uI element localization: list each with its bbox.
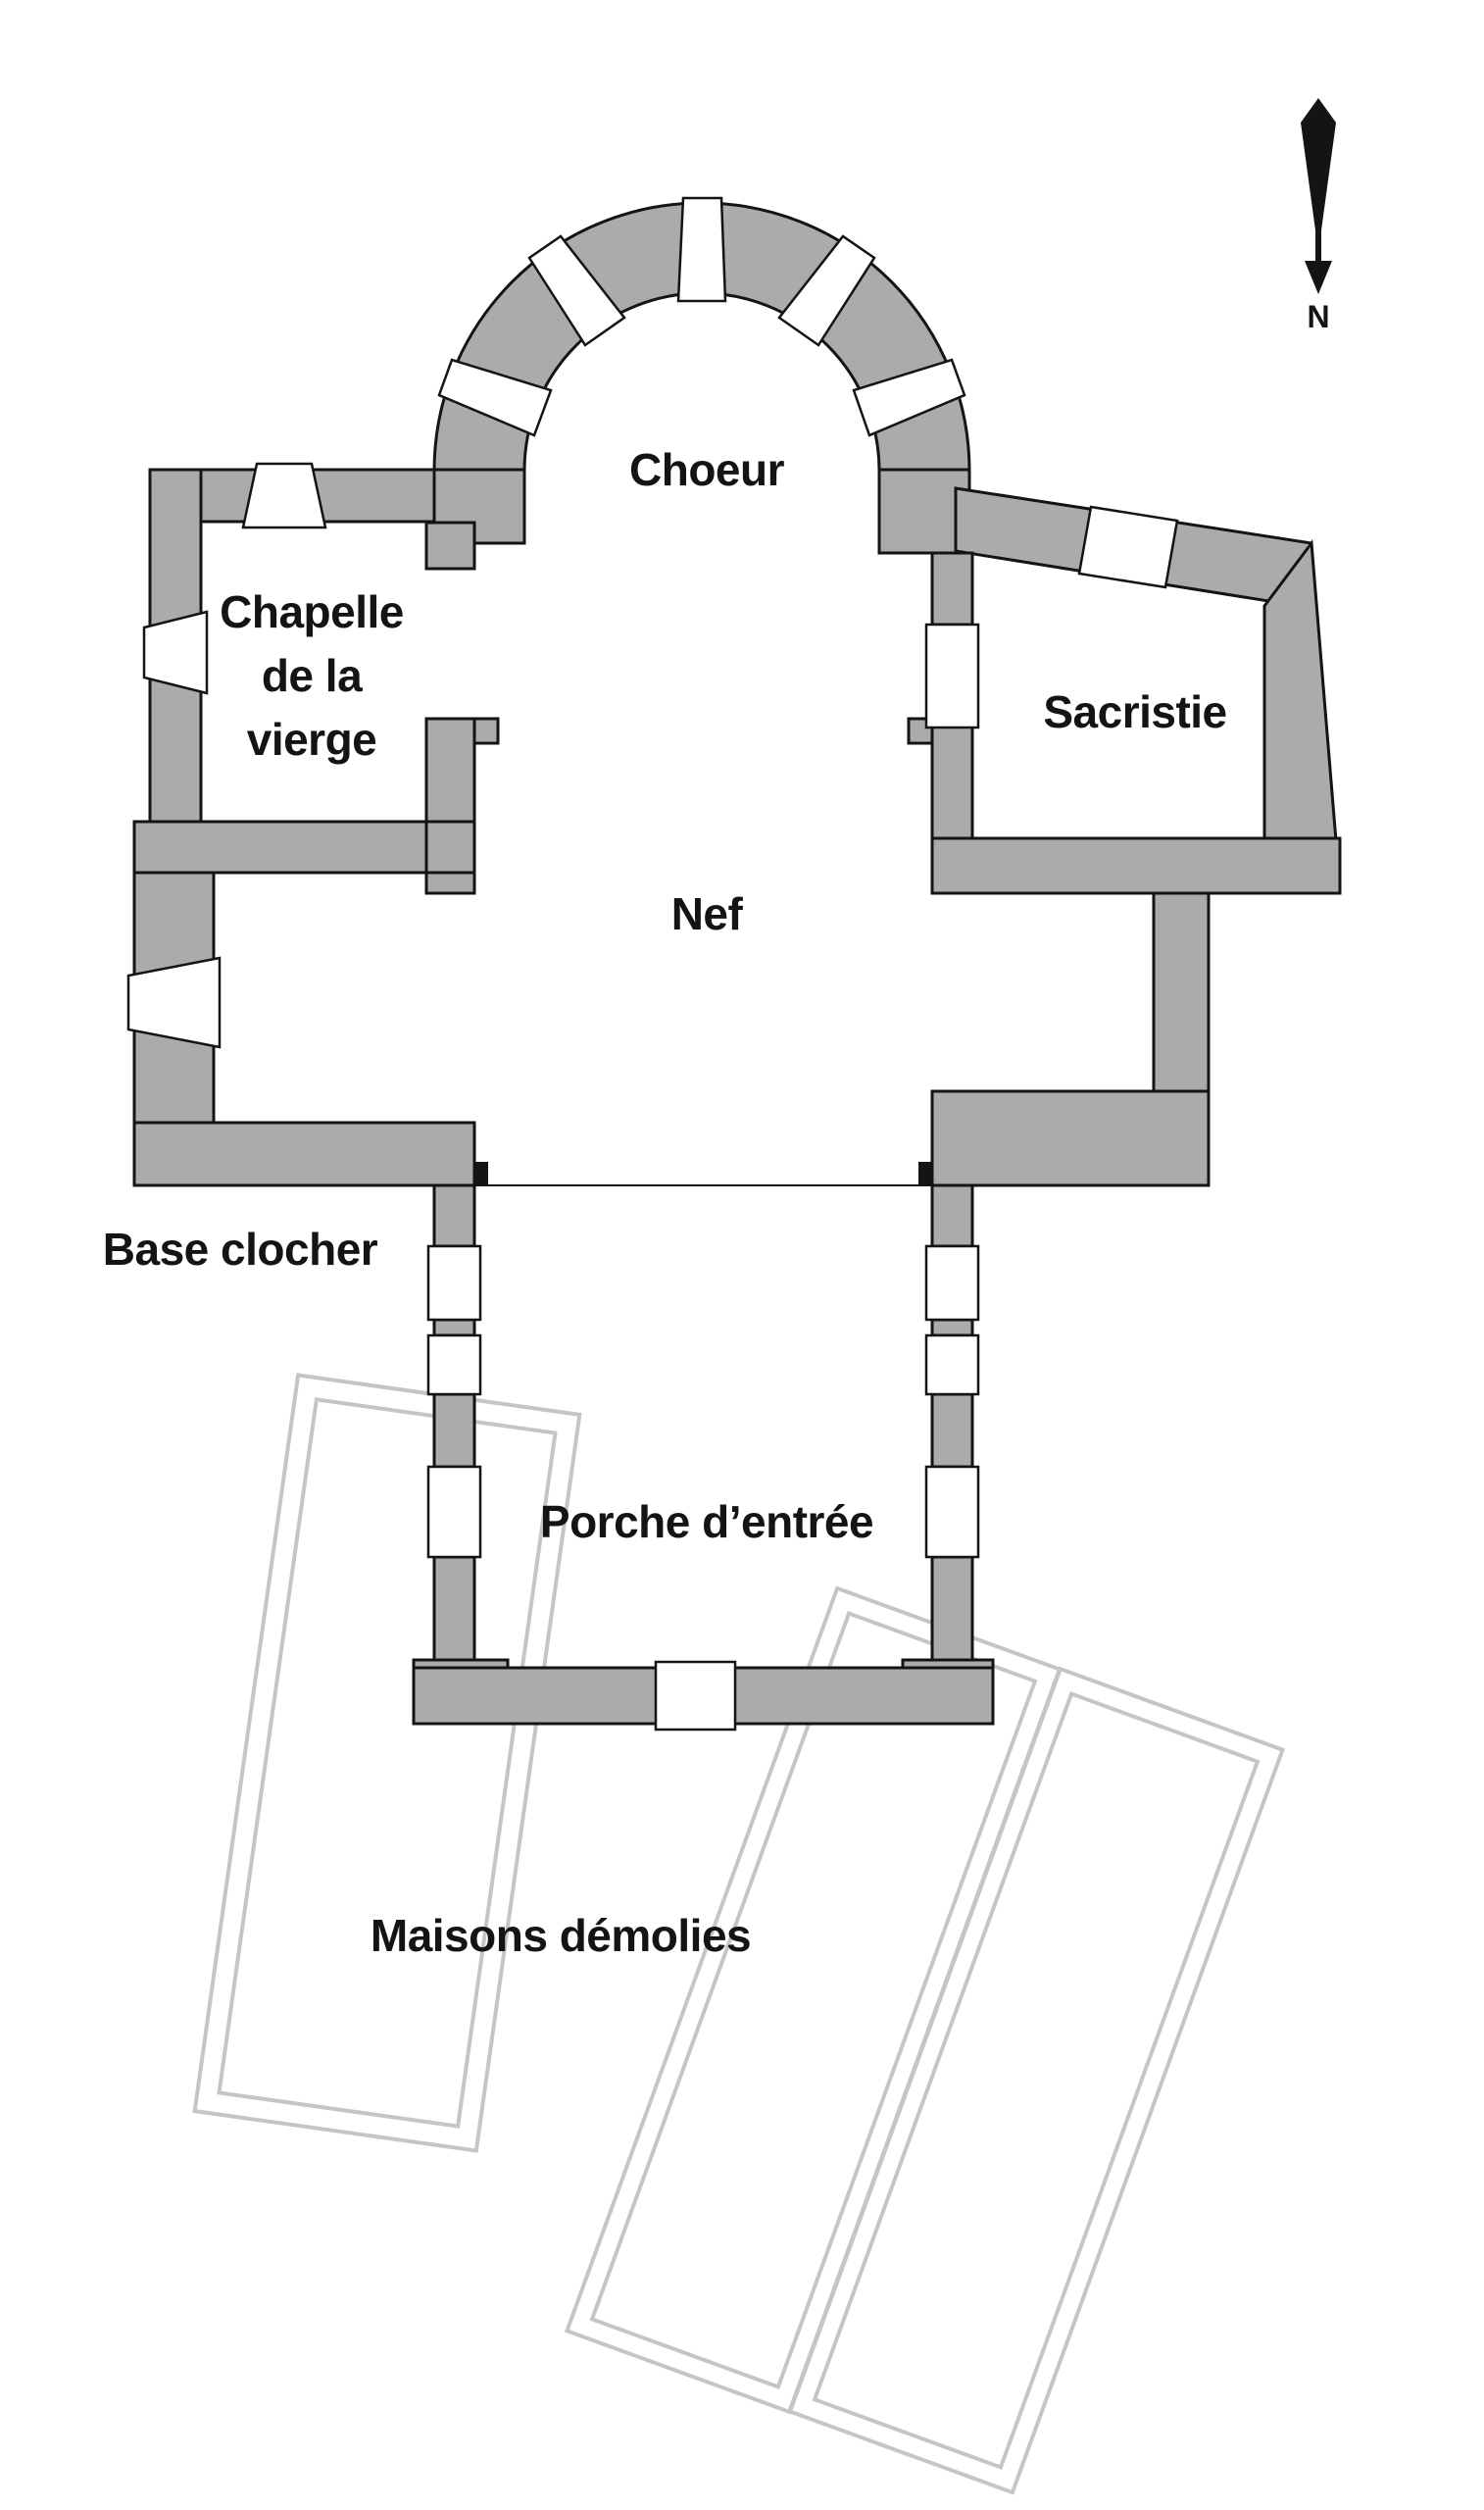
apse-window-left bbox=[437, 358, 553, 437]
label-chapelle-line3: vierge bbox=[247, 714, 377, 765]
sacristy-door bbox=[924, 623, 980, 729]
sacristy-bottom-wall bbox=[930, 836, 1342, 895]
label-chapelle-line1: Chapelle bbox=[220, 586, 404, 637]
detail-lines bbox=[426, 568, 972, 1186]
sacristy-right-wall bbox=[1262, 538, 1342, 890]
north-arrow-blade bbox=[1301, 98, 1336, 230]
porch-right-window-1 bbox=[924, 1244, 980, 1322]
demolished-house-left bbox=[192, 1373, 582, 2153]
apse-window-left-mid bbox=[527, 234, 626, 347]
nave-right-wall-mid bbox=[930, 717, 974, 840]
openings bbox=[126, 196, 1179, 1732]
nave-right-wall-upper bbox=[930, 551, 974, 627]
porch-right-window-2 bbox=[924, 1333, 980, 1396]
step-tick-left bbox=[474, 1162, 488, 1185]
label-chapelle-line2: de la bbox=[262, 650, 363, 701]
label-sacristie: Sacristie bbox=[1043, 686, 1226, 737]
tower-bottom-wall bbox=[132, 1121, 476, 1187]
tower-nave-segment bbox=[424, 871, 476, 895]
nave-right-pier-notch bbox=[907, 717, 934, 745]
label-maisons-demolies: Maisons démolies bbox=[371, 1910, 751, 1961]
apse-window-axial bbox=[676, 196, 727, 303]
porch-left-wall-1 bbox=[432, 1183, 476, 1248]
porch-left-window-3 bbox=[426, 1465, 482, 1559]
porch-left-wall-2 bbox=[432, 1392, 476, 1469]
entrance-door bbox=[654, 1660, 737, 1732]
chapel-bottom-wall bbox=[132, 820, 436, 875]
nave-left-pier-top bbox=[424, 521, 476, 571]
chapel-top-window bbox=[241, 462, 327, 529]
chapel-nave-junction bbox=[424, 820, 476, 875]
north-label: N bbox=[1307, 299, 1329, 334]
side-room-bottom-wall bbox=[930, 1089, 1211, 1187]
label-nef: Nef bbox=[671, 888, 744, 939]
demolished-house-outline-outer bbox=[192, 1373, 582, 2153]
porch-right-window-3 bbox=[924, 1465, 980, 1559]
label-base-clocher: Base clocher bbox=[103, 1224, 378, 1275]
side-room-right-wall bbox=[1152, 891, 1211, 1093]
porch-left-window-1 bbox=[426, 1244, 482, 1322]
apse-window-right-mid bbox=[777, 234, 876, 347]
demolished-house-outline-inner bbox=[217, 1397, 558, 2129]
demolished-house-right-2 bbox=[786, 1666, 1286, 2495]
chapel-left-window bbox=[142, 610, 209, 695]
porch-left-wall-mullion bbox=[432, 1318, 476, 1337]
porch-right-wall-2 bbox=[930, 1392, 974, 1469]
label-porche: Porche d’entrée bbox=[540, 1496, 873, 1547]
step-tick-right bbox=[918, 1162, 932, 1185]
porch-left-window-2 bbox=[426, 1333, 482, 1396]
demolished-house-outline-inner bbox=[812, 1690, 1261, 2471]
nave-left-pier bbox=[424, 717, 476, 824]
porch-right-wall-1 bbox=[930, 1183, 974, 1248]
sacristy-top-window bbox=[1077, 505, 1179, 589]
step-ticks bbox=[474, 1162, 932, 1185]
north-arrow bbox=[1301, 98, 1336, 294]
apse-window-right bbox=[852, 358, 966, 437]
porch-right-wall-mullion bbox=[930, 1318, 974, 1337]
label-choeur: Choeur bbox=[629, 444, 785, 495]
nave-left-pier-notch bbox=[472, 717, 500, 745]
tower-left-window bbox=[126, 956, 222, 1049]
north-arrow-head bbox=[1305, 261, 1332, 294]
north-arrow-shaft bbox=[1315, 230, 1321, 268]
demolished-house-outline-outer bbox=[786, 1666, 1286, 2495]
